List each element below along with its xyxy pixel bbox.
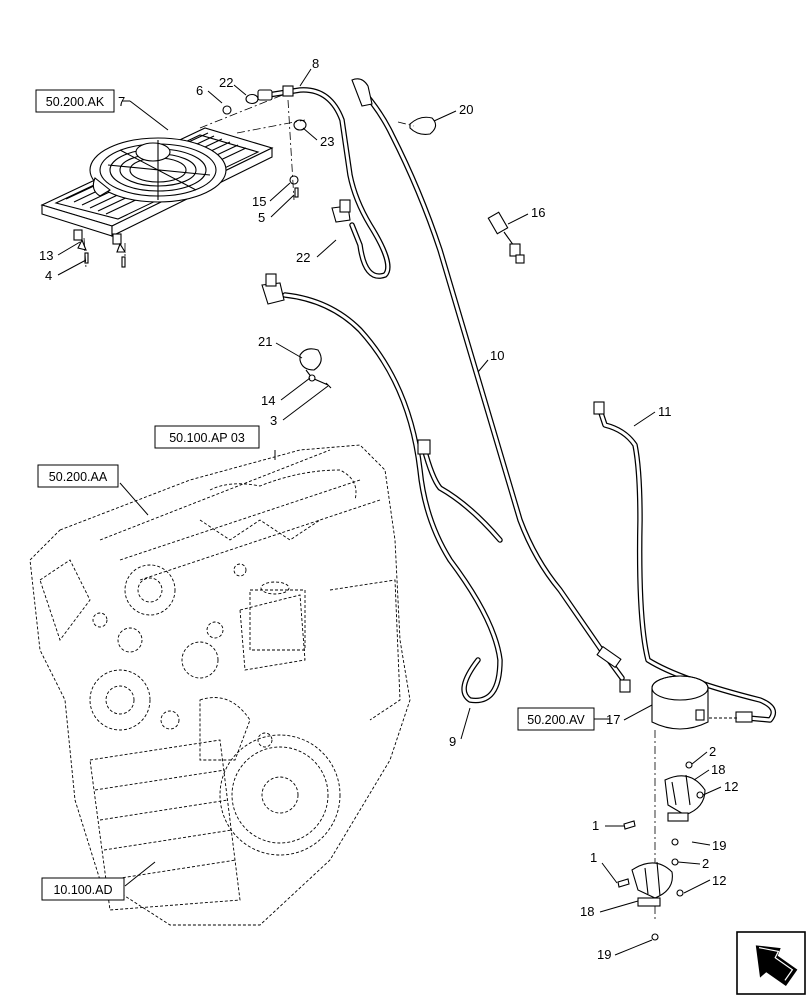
reference-label: 10.100.AD: [53, 883, 112, 897]
callout-16: 16: [531, 205, 545, 220]
callout-9: 9: [449, 734, 456, 749]
bracket-upper: [623, 761, 706, 846]
hose-9: [261, 273, 503, 704]
callout-20: 20: [459, 102, 473, 117]
callout-2: 2: [702, 856, 709, 871]
callout-1: 1: [590, 850, 597, 865]
callout-8: 8: [312, 56, 319, 71]
reference-label: 50.100.AP 03: [169, 431, 245, 445]
callout-15: 15: [252, 194, 266, 209]
callout-5: 5: [258, 210, 265, 225]
hose-8: [257, 85, 391, 279]
callout-14: 14: [261, 393, 275, 408]
view-direction-arrow-icon: [736, 931, 806, 995]
reference-box-50-200-ak: 50.200.AK: [35, 89, 115, 113]
callout-19: 19: [597, 947, 611, 962]
callout-1: 1: [592, 818, 599, 833]
reference-box-10-100-ad: 10.100.AD: [41, 877, 125, 901]
engine-outline: [29, 444, 411, 926]
reference-box-50-200-aa: 50.200.AA: [37, 464, 119, 488]
callout-3: 3: [270, 413, 277, 428]
clamp-20: [397, 116, 437, 135]
leader-lines: [57, 68, 722, 956]
reference-label: 50.200.AV: [527, 713, 585, 727]
callout-22: 22: [219, 75, 233, 90]
reference-label: 50.200.AA: [49, 470, 108, 484]
bracket-lower: [617, 858, 684, 941]
callout-12: 12: [724, 779, 738, 794]
reference-box-50-200-av: 50.200.AV: [517, 707, 595, 731]
hose-10: [351, 78, 625, 681]
callout-18: 18: [580, 904, 594, 919]
condenser-hardware: [77, 91, 307, 269]
callout-numbers: 7 6 22 8 20 23 15 5 16 13 4 22 10 21 14 …: [39, 56, 738, 962]
callout-18: 18: [711, 762, 725, 777]
reference-box-50-100-ap-03: 50.100.AP 03: [154, 425, 260, 449]
receiver-drier-17: [619, 675, 709, 730]
callout-19: 19: [712, 838, 726, 853]
pressure-switch-16: [487, 211, 525, 264]
callout-21: 21: [258, 334, 272, 349]
condenser-assembly: [40, 127, 274, 245]
callout-4: 4: [45, 268, 52, 283]
callout-23: 23: [320, 134, 334, 149]
clamp-21: [299, 348, 332, 389]
condenser-fan: [89, 137, 227, 203]
callout-22: 22: [296, 250, 310, 265]
reference-label: 50.200.AK: [46, 95, 105, 109]
callout-6: 6: [196, 83, 203, 98]
callout-7: 7: [118, 94, 125, 109]
callout-2: 2: [709, 744, 716, 759]
callout-17: 17: [606, 712, 620, 727]
callout-11: 11: [658, 404, 672, 419]
callout-12: 12: [712, 873, 726, 888]
hose-11: [593, 401, 777, 723]
callout-10: 10: [490, 348, 504, 363]
callout-13: 13: [39, 248, 53, 263]
